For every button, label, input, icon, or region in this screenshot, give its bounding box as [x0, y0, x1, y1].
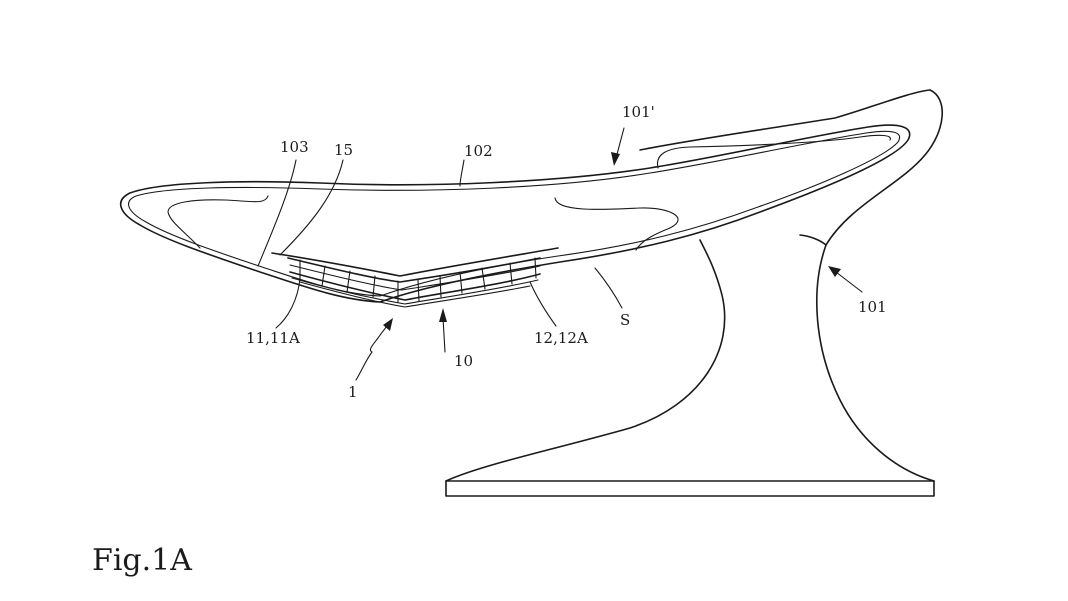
stand-base	[445, 480, 935, 497]
leader-lines	[257, 159, 623, 329]
padding-element	[271, 247, 559, 308]
saddle-inner-features	[167, 134, 891, 251]
saddle-shell	[119, 124, 911, 303]
label-1: 1	[348, 383, 358, 401]
label-11-11A: 11,11A	[246, 329, 300, 347]
label-102: 102	[464, 142, 493, 160]
label-15: 15	[334, 141, 353, 159]
label-101-prime: 101'	[622, 103, 655, 121]
label-10: 10	[454, 352, 473, 370]
stand-body	[445, 89, 943, 482]
figure-caption: Fig.1A	[92, 543, 192, 578]
padding-cell-dividers	[299, 257, 537, 303]
label-101: 101	[858, 298, 887, 316]
label-103: 103	[280, 138, 309, 156]
reference-labels: 101' 103 15 102 101 S 11,11A 12,12A 10 1	[246, 103, 887, 401]
label-12-12A: 12,12A	[534, 329, 588, 347]
reference-arrows	[355, 127, 863, 381]
label-S: S	[620, 311, 630, 329]
